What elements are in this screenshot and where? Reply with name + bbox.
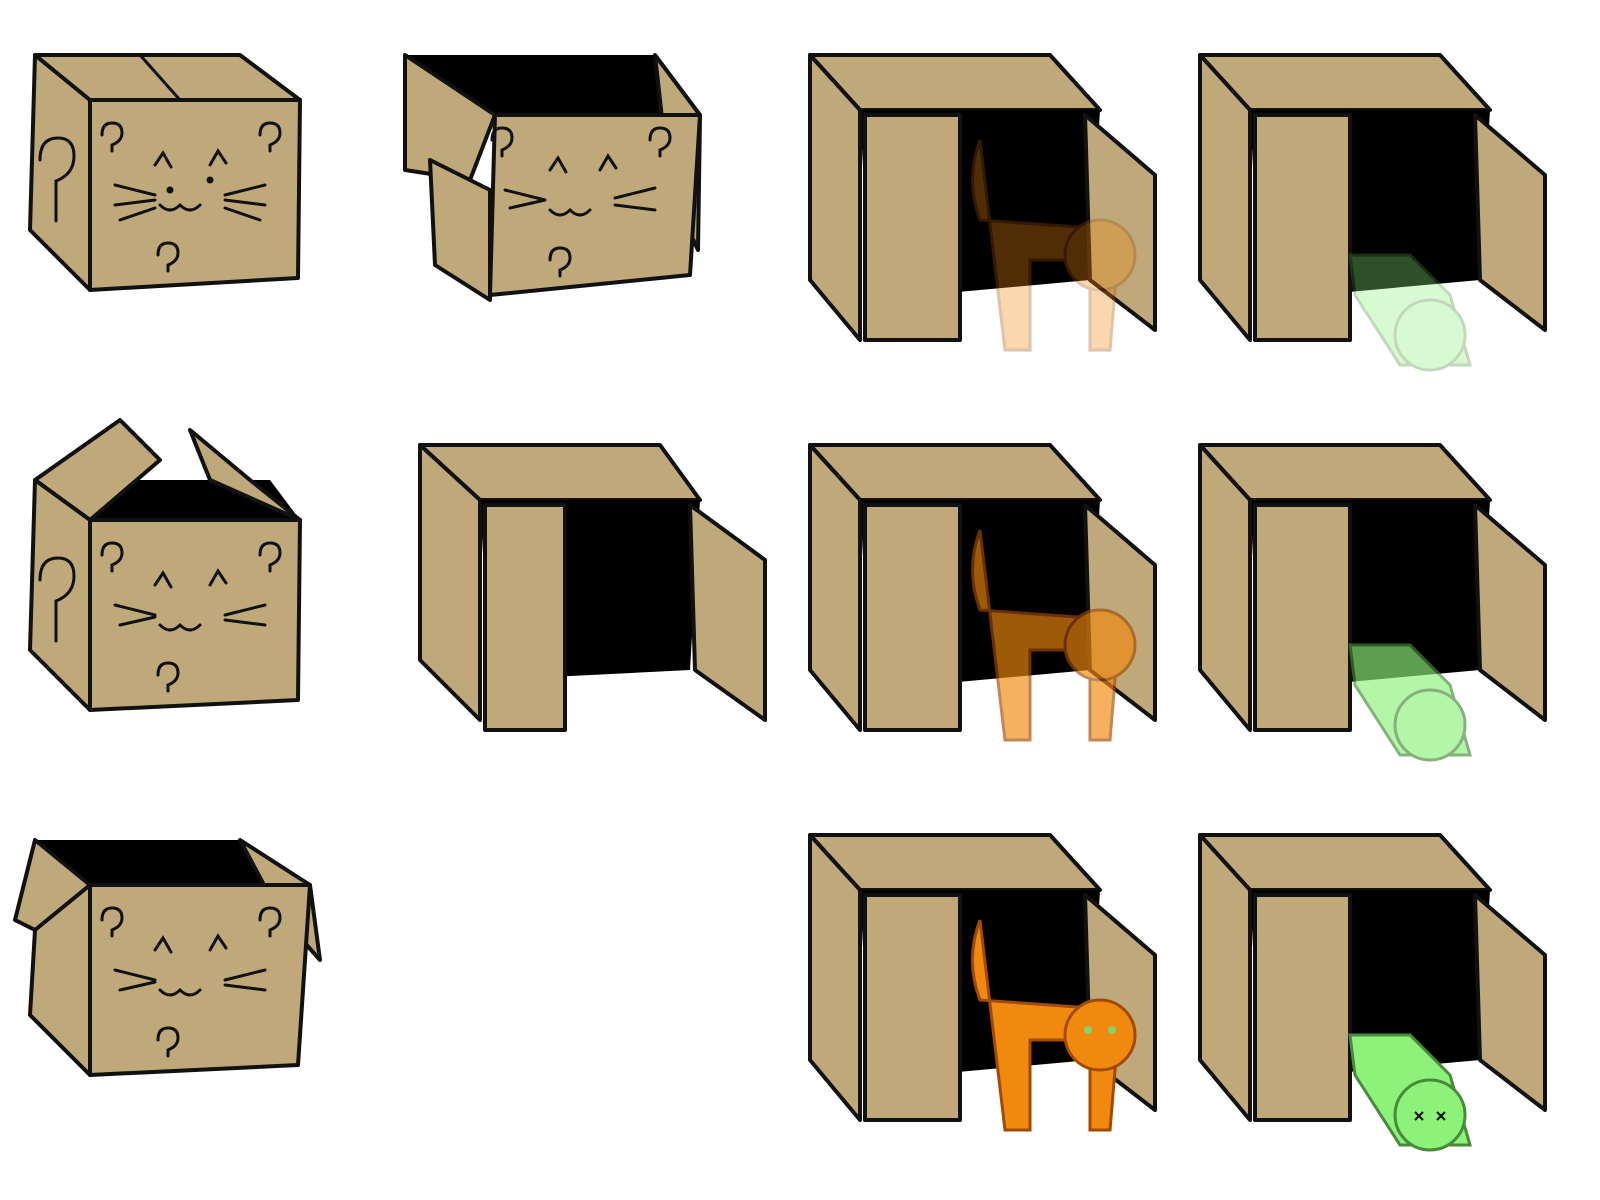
alive-cat-icon	[971, 139, 1137, 352]
opening-box-illustration	[13, 838, 322, 1077]
panel-box-lid-opening	[400, 40, 760, 380]
panel-closed-box	[10, 40, 370, 380]
panel-box-lid-opening	[10, 418, 370, 760]
question-mark-icon	[38, 121, 282, 273]
question-mark-icon	[100, 906, 282, 1058]
panel-open-box-dead-cat	[1190, 430, 1550, 770]
open-box-illustration	[1198, 53, 1547, 372]
cat-face-icon	[503, 153, 657, 217]
panel-open-box-alive-cat	[800, 820, 1160, 1160]
question-mark-icon	[490, 126, 672, 278]
panel-open-box-dead-cat	[1190, 820, 1550, 1160]
open-box-illustration	[808, 443, 1157, 742]
cat-face-icon	[113, 568, 267, 632]
panel-open-box-empty	[400, 430, 767, 770]
panel-box-lid-opening	[10, 820, 370, 1160]
cat-face-icon	[113, 933, 267, 997]
open-box-illustration	[1198, 833, 1547, 1152]
alive-cat-icon	[971, 529, 1137, 742]
cardboard-box	[28, 53, 302, 292]
opening-box-illustration	[28, 418, 302, 712]
open-box-illustration	[418, 443, 767, 732]
dead-cat-icon	[1348, 1033, 1472, 1152]
cat-face-icon	[113, 148, 267, 222]
open-box-illustration	[808, 833, 1157, 1132]
dead-cat-icon	[1348, 253, 1472, 372]
alive-cat-icon	[971, 919, 1137, 1132]
panel-open-box-alive-cat	[800, 40, 1160, 380]
dead-cat-icon	[1348, 643, 1472, 762]
open-box-illustration	[1198, 443, 1547, 762]
panel-open-box-alive-cat	[800, 430, 1160, 770]
open-box-illustration	[808, 53, 1157, 352]
panel-open-box-dead-cat	[1190, 40, 1550, 380]
closed-box-illustration	[28, 53, 302, 292]
opening-box-illustration	[403, 53, 702, 302]
question-mark-icon	[38, 541, 282, 693]
